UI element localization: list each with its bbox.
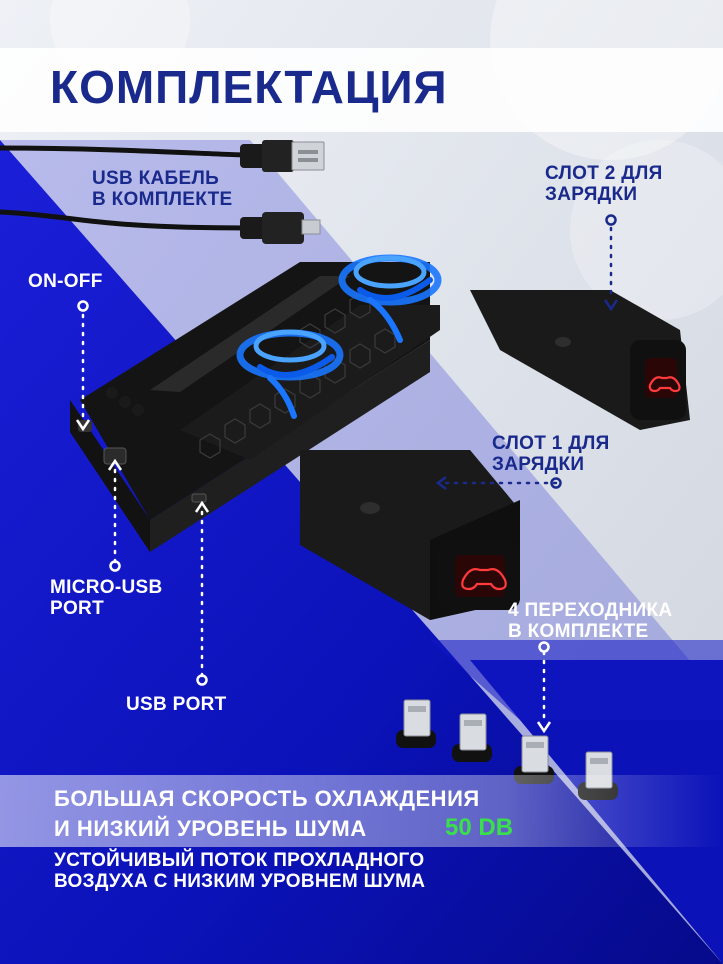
feature-description-line2: ВОЗДУХА С НИЗКИМ УРОВНЕМ ШУМА: [54, 871, 426, 892]
label-adapters: 4 ПЕРЕХОДНИКА В КОМПЛЕКТЕ: [508, 600, 672, 642]
controller-icon: [461, 376, 681, 591]
feature-line-2: И НИЗКИЙ УРОВЕНЬ ШУМА: [54, 816, 367, 841]
page-title: КОМПЛЕКТАЦИЯ: [50, 61, 448, 113]
feature-line-1: БОЛЬШАЯ СКОРОСТЬ ОХЛАЖДЕНИЯ: [54, 786, 480, 811]
label-slot2: СЛОТ 2 ДЛЯ ЗАРЯДКИ: [545, 163, 663, 205]
pointer-dots: [75, 214, 619, 734]
label-adapters-line2: В КОМПЛЕКТЕ: [508, 621, 649, 642]
usb-cable-icon: [0, 140, 325, 244]
label-adapters-line1: 4 ПЕРЕХОДНИКА: [508, 600, 673, 621]
feature-description-line1: УСТОЙЧИВЫЙ ПОТОК ПРОХЛАДНОГО: [54, 850, 425, 871]
label-usb-port: USB PORT: [126, 694, 227, 715]
label-slot2-line2: ЗАРЯДКИ: [545, 184, 638, 205]
label-slot1-line2: ЗАРЯДКИ: [492, 454, 585, 475]
title-band: [0, 48, 723, 132]
feature-band: [0, 775, 723, 847]
label-usb-cable-line1: USB КАБЕЛЬ: [92, 168, 220, 189]
label-slot1: СЛОТ 1 ДЛЯ ЗАРЯДКИ: [492, 433, 610, 475]
label-micro-usb-line1: MICRO-USB: [50, 577, 163, 598]
label-slot2-line1: СЛОТ 2 ДЛЯ: [545, 163, 663, 184]
label-on-off: ON-OFF: [28, 271, 103, 292]
label-usb-cable-line2: В КОМПЛЕКТЕ: [92, 189, 233, 210]
label-micro-usb-line2: PORT: [50, 598, 104, 619]
fan-swirl-icon: [236, 254, 442, 419]
charging-dock: [70, 262, 690, 620]
label-micro-usb: MICRO-USB PORT: [50, 577, 162, 619]
label-slot1-line1: СЛОТ 1 ДЛЯ: [492, 433, 610, 454]
label-usb-cable: USB КАБЕЛЬ В КОМПЛЕКТЕ: [92, 168, 233, 210]
feature-description: УСТОЙЧИВЫЙ ПОТОК ПРОХЛАДНОГО ВОЗДУХА С Н…: [54, 850, 425, 892]
noise-level-badge: 50 DB: [445, 814, 514, 841]
pointer-lines: [81, 226, 613, 724]
